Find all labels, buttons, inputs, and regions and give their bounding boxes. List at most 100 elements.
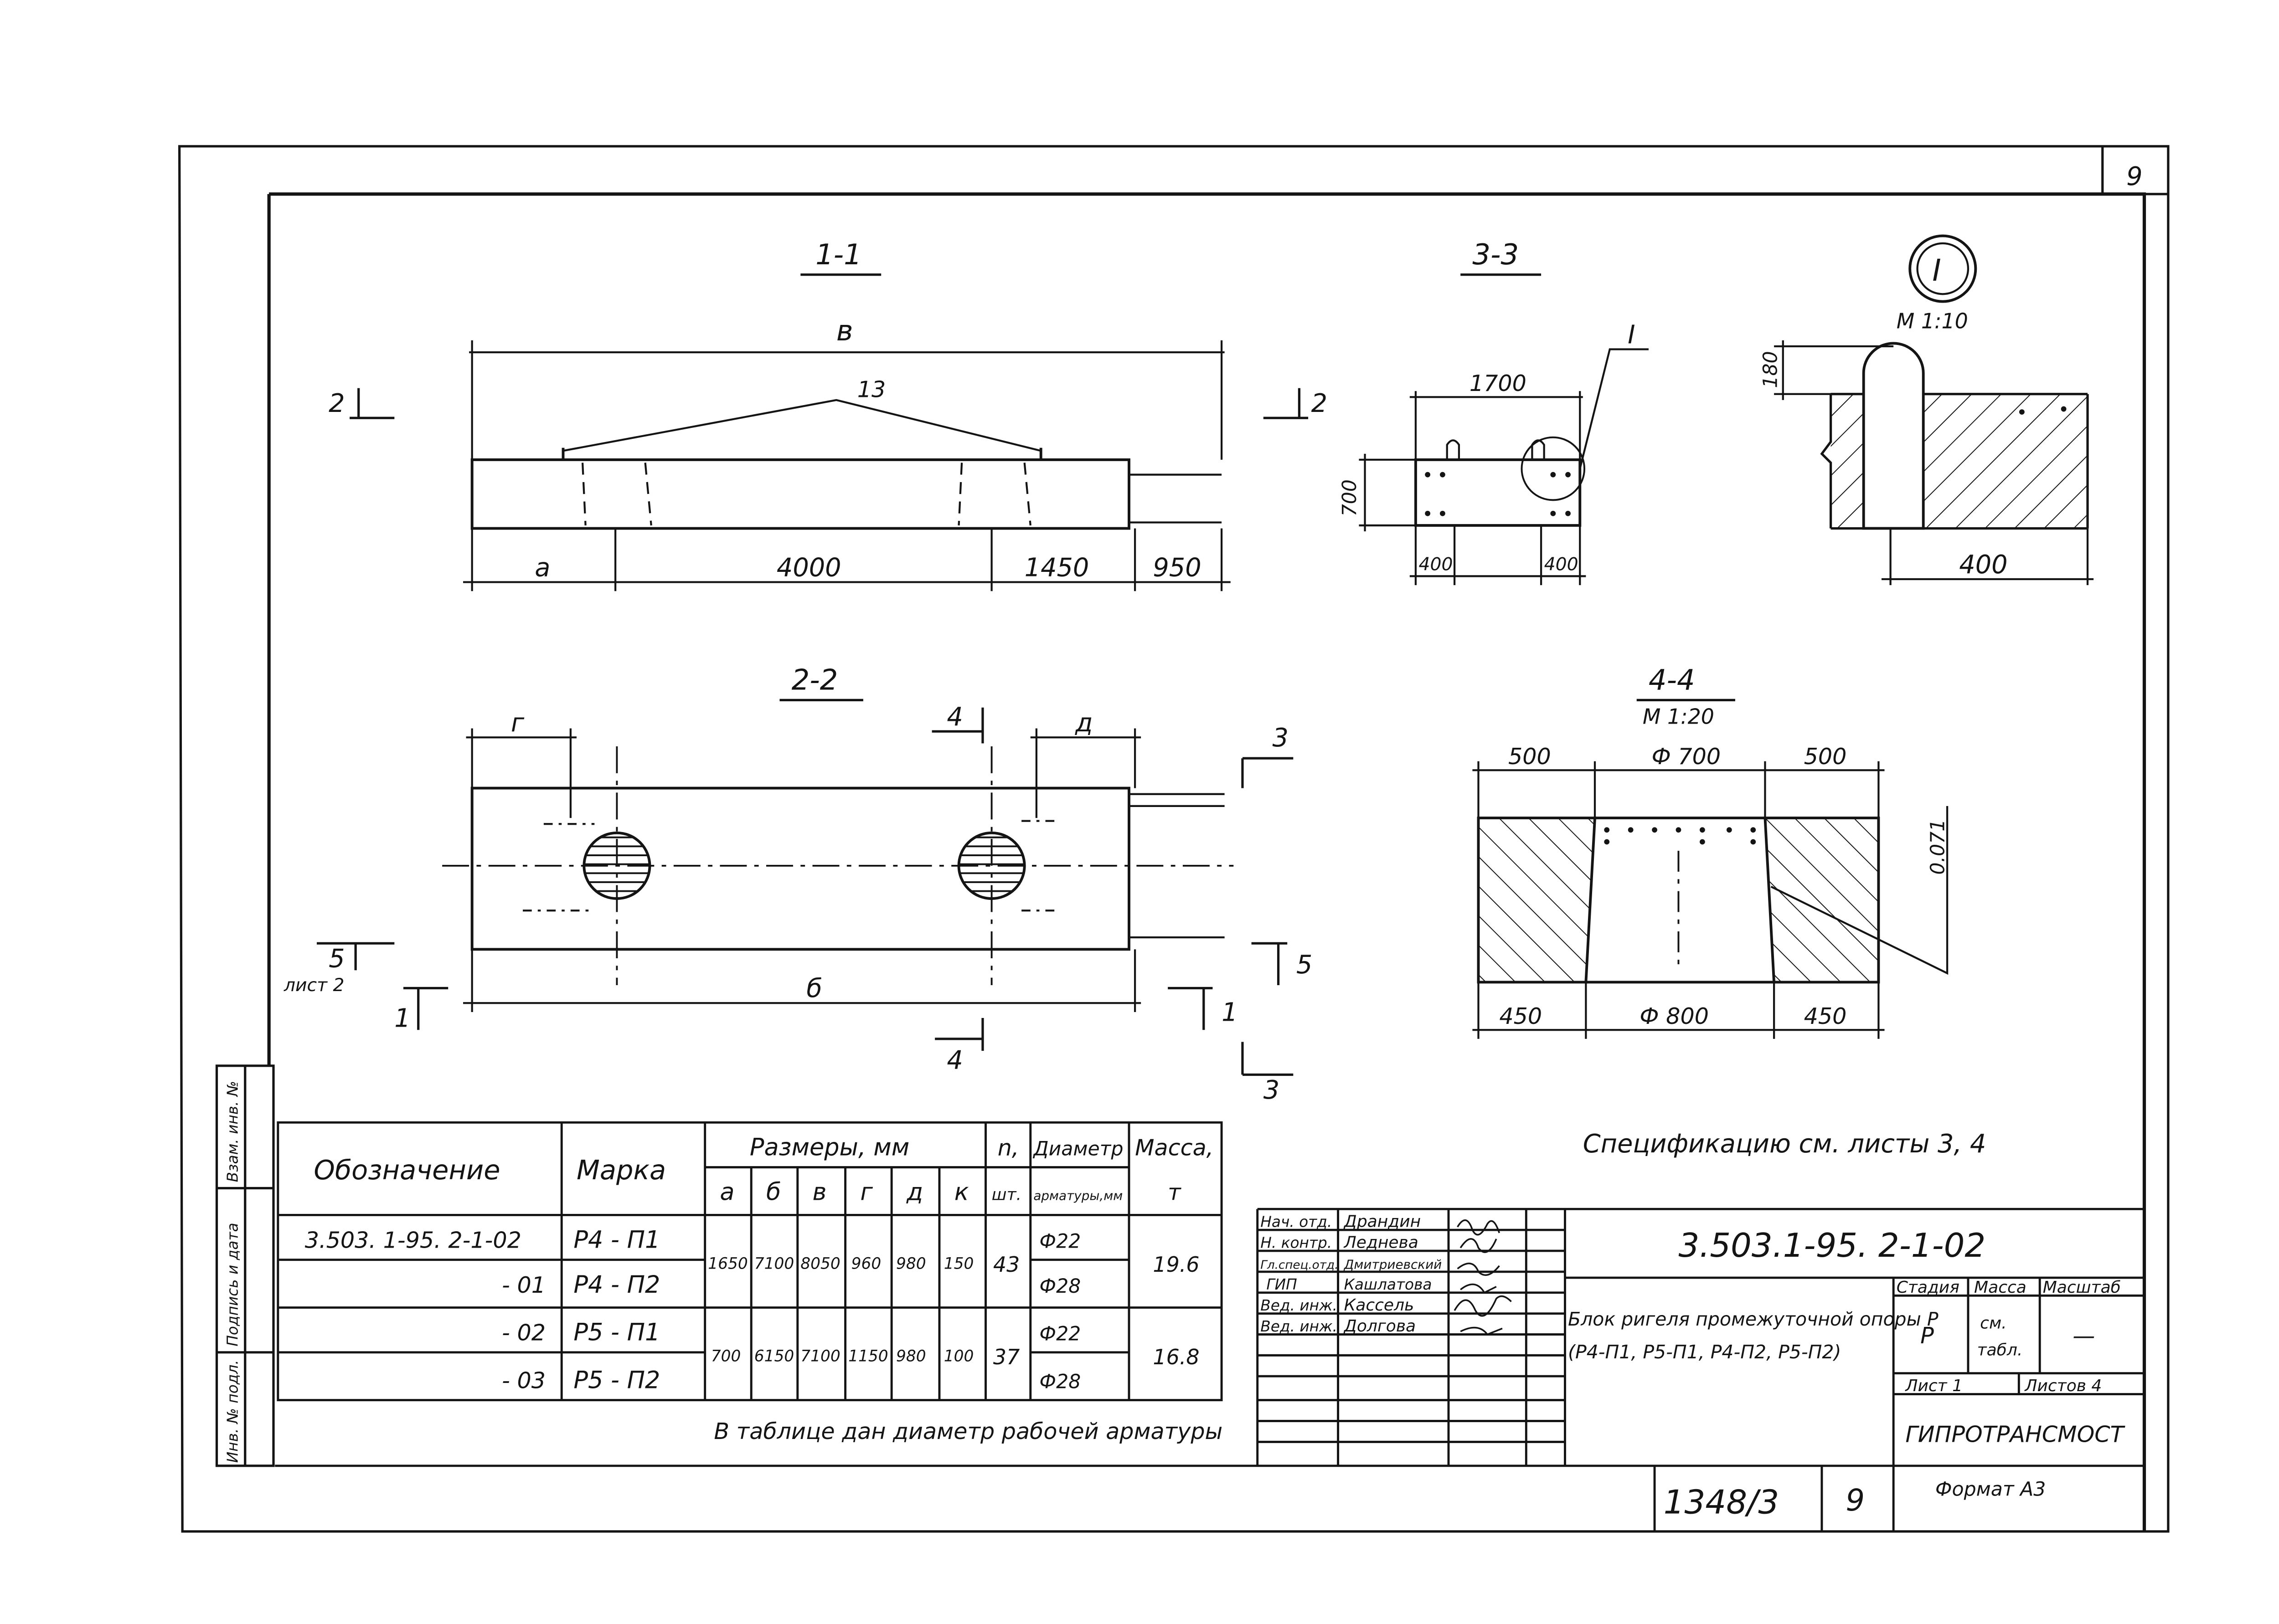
cut-5-right: 5: [1296, 950, 1312, 980]
group-2-count: 37: [993, 1345, 1020, 1369]
th-size-d: д: [906, 1178, 923, 1206]
row-3-mark: Р5 - П1: [573, 1319, 660, 1346]
row-3-diameter: Ф22: [1039, 1323, 1081, 1346]
sheet-label: Лист 1: [1904, 1377, 1963, 1395]
view-1-1-callout: 13: [857, 376, 886, 402]
row-4-designation: - 03: [502, 1367, 546, 1393]
node-I-dim-180: 180: [1759, 351, 1782, 388]
view-3-3: 3-3 1700 700 400 400 I: [1338, 238, 1649, 586]
node-I-scale: М 1:10: [1897, 309, 1968, 334]
cut-2-left: 2: [329, 389, 345, 418]
sig-role-4: ГИП: [1266, 1276, 1297, 1293]
dim-b: б: [806, 974, 822, 1003]
dim-1700: 1700: [1469, 370, 1526, 396]
sheet-frame: [178, 145, 2170, 1533]
sheet-format: Формат А3: [1935, 1478, 2046, 1501]
view-3-3-title: 3-3: [1472, 238, 1519, 271]
th-size-v: в: [813, 1178, 827, 1206]
row-4-diameter: Ф28: [1039, 1370, 1081, 1393]
view-2-2: 2-2 г д: [284, 663, 1312, 1105]
node-I: I М 1:10 180 400: [1759, 234, 2094, 586]
view-2-2-title: 2-2: [792, 663, 838, 696]
th-count-2: шт.: [992, 1186, 1021, 1204]
th-diameter-1: Диаметр: [1032, 1137, 1123, 1160]
th-size-k: к: [954, 1178, 969, 1206]
cut-4-top: 4: [947, 702, 963, 732]
th-size-g: г: [860, 1178, 873, 1206]
stage-header: Стадия: [1897, 1278, 1959, 1297]
signature-rows: Нач. отд. Драндин Н. контр. Леднева Гл.с…: [1260, 1213, 1442, 1336]
dim-450-right: 450: [1804, 1003, 1847, 1029]
size-table: [277, 1121, 1223, 1402]
dim-phi800: Ф 800: [1640, 1003, 1709, 1029]
group-2-mass: 16.8: [1153, 1345, 1199, 1369]
group-2-size-v: 7100: [800, 1347, 840, 1365]
group-1-count: 43: [993, 1252, 1020, 1277]
stage-value: Р: [1920, 1322, 1934, 1349]
group-1-size-v: 8050: [800, 1254, 840, 1273]
title-block: [275, 1208, 2145, 1531]
dim-700: 700: [1338, 479, 1361, 516]
table-row: - 01 Р4 - П2 Ф28: [502, 1271, 1081, 1299]
sig-name-2: Леднева: [1343, 1233, 1418, 1252]
sheets-label: Листов 4: [2024, 1377, 2102, 1395]
mass-value-1: см.: [1980, 1314, 2006, 1332]
group-1-size-b: 7100: [754, 1254, 794, 1273]
mass-header: Масса: [1974, 1278, 2026, 1297]
dim-1450: 1450: [1025, 553, 1089, 582]
view-1-1-title: 1-1: [815, 238, 862, 271]
table-row: - 02 Р5 - П1 Ф22: [502, 1319, 1081, 1346]
group-2-size-g: 1150: [848, 1347, 888, 1365]
title-line-2: (Р4-П1, Р5-П1, Р4-П2, Р5-П2): [1568, 1341, 1841, 1363]
row-2-designation: - 01: [502, 1272, 546, 1298]
group-1-size-g: 960: [851, 1254, 882, 1273]
dim-a: а: [535, 553, 550, 582]
group-1-size-k: 150: [944, 1254, 974, 1273]
scale-header: Масштаб: [2043, 1278, 2121, 1297]
sig-name-5: Кассель: [1344, 1296, 1414, 1315]
th-diameter-2: арматуры,мм: [1033, 1188, 1123, 1203]
sig-role-1: Нач. отд.: [1260, 1213, 1332, 1231]
stamp-replace-inv: Взам. инв. №: [224, 1081, 241, 1182]
cut-4-bottom: 4: [947, 1045, 963, 1075]
sig-role-5: Вед. инж.: [1260, 1297, 1337, 1314]
th-mass-1: Масса,: [1135, 1134, 1213, 1161]
row-1-mark: Р4 - П1: [573, 1226, 660, 1254]
th-mass-2: т: [1168, 1179, 1181, 1206]
cut-1-left: 1: [394, 1004, 410, 1033]
dim-phi700: Ф 700: [1651, 743, 1721, 770]
side-stamp: [215, 1064, 275, 1467]
sig-role-2: Н. контр.: [1260, 1234, 1332, 1252]
th-sizes: Размеры, мм: [750, 1133, 909, 1161]
row-1-diameter: Ф22: [1039, 1230, 1081, 1253]
view-3-3-callout: I: [1628, 320, 1635, 349]
table-row: - 03 Р5 - П2 Ф28: [502, 1366, 1081, 1394]
row-2-mark: Р4 - П2: [573, 1271, 660, 1299]
group-1-size-d: 980: [896, 1254, 926, 1273]
sig-role-6: Вед. инж.: [1260, 1318, 1337, 1335]
group-2-size-a: 700: [711, 1347, 741, 1365]
sig-role-3: Гл.спец.отд.: [1260, 1258, 1338, 1272]
sig-name-6: Долгова: [1343, 1317, 1416, 1336]
stamp-inv-orig: Инв. № подл.: [224, 1360, 241, 1463]
view-4-4-title: 4-4: [1649, 663, 1695, 696]
cut-2-right: 2: [1311, 389, 1327, 418]
dim-4000: 4000: [777, 553, 841, 582]
view-1-1: 1-1 в 13 а: [329, 238, 1327, 591]
th-mark: Марка: [577, 1154, 666, 1186]
dim-g: г: [511, 708, 525, 738]
table-group-2: 700 6150 7100 1150 980 100 37 16.8: [711, 1345, 1200, 1369]
row-3-designation: - 02: [502, 1320, 546, 1346]
row-1-designation: 3.503. 1-95. 2-1-02: [305, 1227, 521, 1254]
document-code: 3.503.1-95. 2-1-02: [1678, 1226, 1985, 1264]
group-2-size-k: 100: [944, 1347, 974, 1365]
group-1-mass: 19.6: [1153, 1252, 1199, 1277]
th-count-1: n,: [998, 1134, 1019, 1161]
dim-500-left: 500: [1508, 743, 1551, 770]
node-I-dim-400: 400: [1959, 550, 2007, 580]
page-number: 9: [2126, 162, 2142, 191]
view-1-1-dim-top: в: [836, 314, 853, 347]
organization: ГИПРОТРАНСМОСТ: [1905, 1421, 2125, 1447]
cut-3-bottom: 3: [1263, 1075, 1279, 1105]
